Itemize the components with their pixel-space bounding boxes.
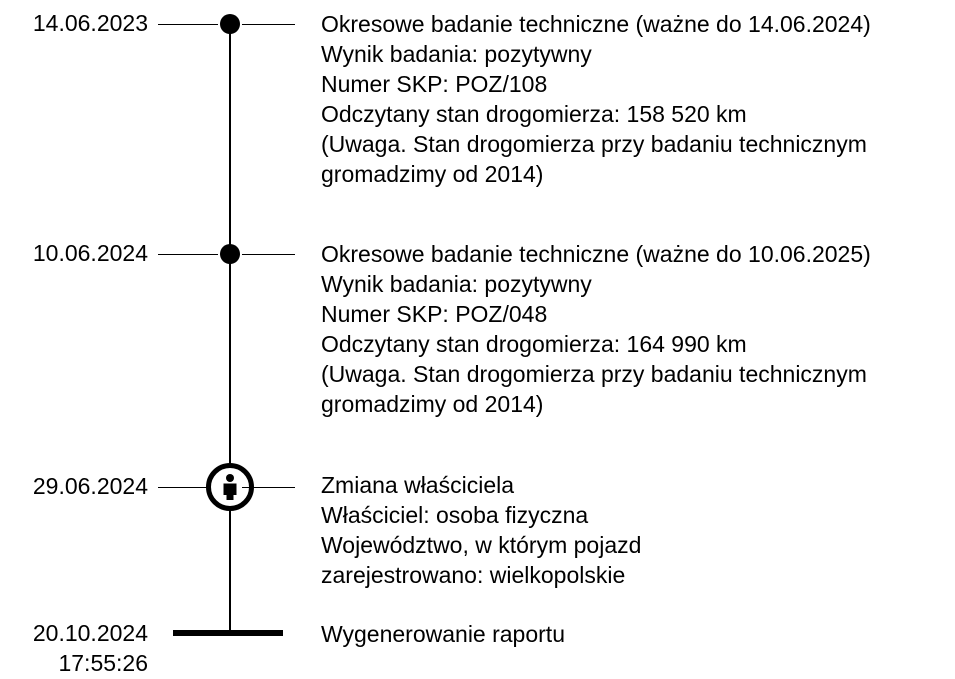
event-detail-line: Numer SKP: POZ/108 [321,71,548,97]
timeline-axis [229,24,231,632]
connector-left [158,254,218,255]
event-detail-line: gromadzimy od 2014) [321,161,544,187]
dot-icon [220,244,240,264]
event-title: Okresowe badanie techniczne (ważne do 14… [321,11,871,37]
event-detail-line: (Uwaga. Stan drogomierza przy badaniu te… [321,131,867,157]
event-detail-line: (Uwaga. Stan drogomierza przy badaniu te… [321,361,867,387]
end-bar-icon [173,630,283,636]
connector-right [242,24,295,25]
report-time: 17:55:26 [58,650,148,676]
event-detail-line: Właściciel: osoba fizyczna [321,502,589,528]
event-detail-line: Numer SKP: POZ/048 [321,301,548,327]
event-details: Okresowe badanie techniczne (ważne do 14… [321,9,951,189]
event-date: 29.06.2024 [32,473,148,499]
connector-right [242,487,295,488]
dot-icon [220,14,240,34]
connector-right [242,254,295,255]
event-detail-line: Odczytany stan drogomierza: 164 990 km [321,331,747,357]
event-date: 10.06.2024 [32,240,148,266]
end-details: Wygenerowanie raportu [321,619,951,649]
connector-left [158,487,218,488]
event-detail-line: gromadzimy od 2014) [321,391,544,417]
event-details: Okresowe badanie techniczne (ważne do 10… [321,239,951,419]
event-detail-line: Wynik badania: pozytywny [321,271,592,297]
event-date: 14.06.2023 [32,10,148,36]
event-detail-line: Odczytany stan drogomierza: 158 520 km [321,101,747,127]
event-details: Zmiana właściciela Właściciel: osoba fiz… [321,470,951,590]
event-detail-line: Województwo, w którym pojazd [321,532,642,558]
event-title: Zmiana właściciela [321,472,515,498]
connector-left [158,24,218,25]
event-detail-line: zarejestrowano: wielkopolskie [321,562,626,588]
report-date: 20.10.2024 [32,620,148,646]
end-text: Wygenerowanie raportu [321,621,565,647]
event-detail-line: Wynik badania: pozytywny [321,41,592,67]
event-title: Okresowe badanie techniczne (ważne do 10… [321,241,871,267]
